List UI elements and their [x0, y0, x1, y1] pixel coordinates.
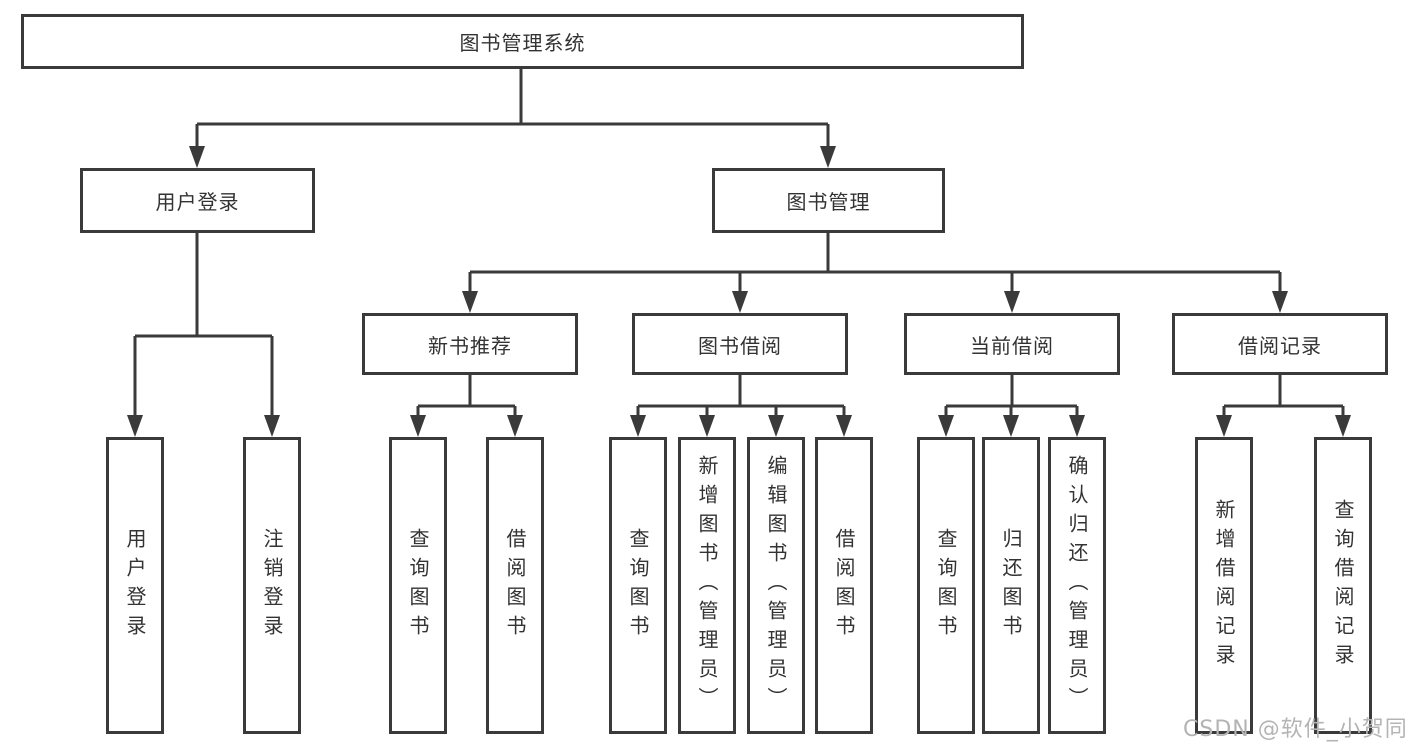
node-label: 图书管理系统: [459, 31, 586, 55]
node-label: 用户登录: [155, 190, 240, 214]
node-label: 新增借阅记录: [1212, 498, 1236, 673]
arrow-leaf-borrow-book-1: [507, 415, 523, 437]
node-label: 查询图书: [406, 527, 430, 644]
arrow-book-borrow: [732, 291, 748, 313]
leaf-edit-book-admin: 编辑图书（管理员）: [747, 437, 805, 734]
node-label: 借阅图书: [832, 527, 856, 644]
arrow-leaf-query-book-1: [410, 415, 426, 437]
arrow-leaf-query-book-2: [630, 415, 646, 437]
node-label: 图书借阅: [698, 333, 782, 358]
node-label: 注销登录: [260, 527, 284, 644]
leaf-logout: 注销登录: [243, 437, 301, 734]
arrow-leaf-logout: [264, 415, 280, 437]
node-user-login: 用户登录: [80, 168, 315, 233]
node-label: 借阅记录: [1238, 333, 1322, 358]
node-label: 确认归还（管理员）: [1065, 455, 1089, 716]
leaf-borrow-book: 借阅图书: [815, 437, 873, 734]
arrow-current-borrow: [1004, 291, 1020, 313]
node-label: 编辑图书（管理员）: [764, 455, 788, 716]
leaf-query-book-current: 查询图书: [917, 437, 975, 734]
node-label: 当前借阅: [970, 333, 1054, 358]
arrow-borrow-records: [1272, 291, 1288, 313]
connector-root-to-level2: [195, 69, 830, 148]
node-current-borrow: 当前借阅: [904, 313, 1120, 375]
node-label: 查询图书: [934, 527, 958, 644]
connector-current-borrow-to-leaves: [944, 375, 1079, 416]
arrow-book-management: [820, 146, 836, 168]
arrow-leaf-add-book: [699, 415, 715, 437]
node-label: 查询图书: [626, 527, 650, 644]
leaf-add-borrow-record: 新增借阅记录: [1195, 437, 1253, 734]
node-label: 查询借阅记录: [1331, 498, 1355, 673]
arrow-leaf-user-login: [127, 415, 143, 437]
node-book-management: 图书管理: [712, 168, 945, 233]
connector-book-management-to-level3: [468, 233, 1282, 292]
node-label: 借阅图书: [503, 527, 527, 644]
arrow-leaf-confirm-return: [1069, 415, 1085, 437]
arrow-leaf-add-borrow-record: [1216, 415, 1232, 437]
node-library-system: 图书管理系统: [21, 14, 1024, 69]
connector-book-borrow-to-leaves: [636, 375, 846, 416]
arrow-new-book-recommend: [462, 291, 478, 313]
leaf-return-book: 归还图书: [982, 437, 1040, 734]
leaf-add-book-admin: 新增图书（管理员）: [678, 437, 736, 734]
arrow-user-login: [189, 146, 205, 168]
connector-borrow-records-to-leaves: [1222, 375, 1345, 416]
node-borrow-records: 借阅记录: [1172, 313, 1388, 375]
csdn-watermark: CSDN @软件_小贺同学: [1183, 717, 1405, 742]
arrow-leaf-query-book-3: [938, 415, 954, 437]
node-label: 新书推荐: [428, 333, 512, 358]
leaf-confirm-return-admin: 确认归还（管理员）: [1048, 437, 1106, 734]
leaf-borrow-book-recommend: 借阅图书: [486, 437, 544, 734]
node-label: 用户登录: [123, 527, 147, 644]
node-label: 归还图书: [999, 527, 1023, 644]
arrow-leaf-query-borrow-record: [1335, 415, 1351, 437]
node-label: 图书管理: [786, 190, 871, 214]
node-label: 新增图书（管理员）: [695, 455, 719, 716]
leaf-query-book-recommend: 查询图书: [389, 437, 447, 734]
arrow-leaf-edit-book: [768, 415, 784, 437]
arrow-leaf-borrow-book-2: [836, 415, 852, 437]
arrow-leaf-return-book: [1003, 415, 1019, 437]
node-new-book-recommend: 新书推荐: [362, 313, 578, 375]
connector-new-book-recommend-to-leaves: [416, 375, 517, 416]
node-book-borrow: 图书借阅: [632, 313, 848, 375]
leaf-query-book-borrow: 查询图书: [609, 437, 667, 734]
leaf-query-borrow-record: 查询借阅记录: [1314, 437, 1372, 734]
leaf-user-login: 用户登录: [106, 437, 164, 734]
connector-user-login-to-leaves: [133, 233, 274, 416]
